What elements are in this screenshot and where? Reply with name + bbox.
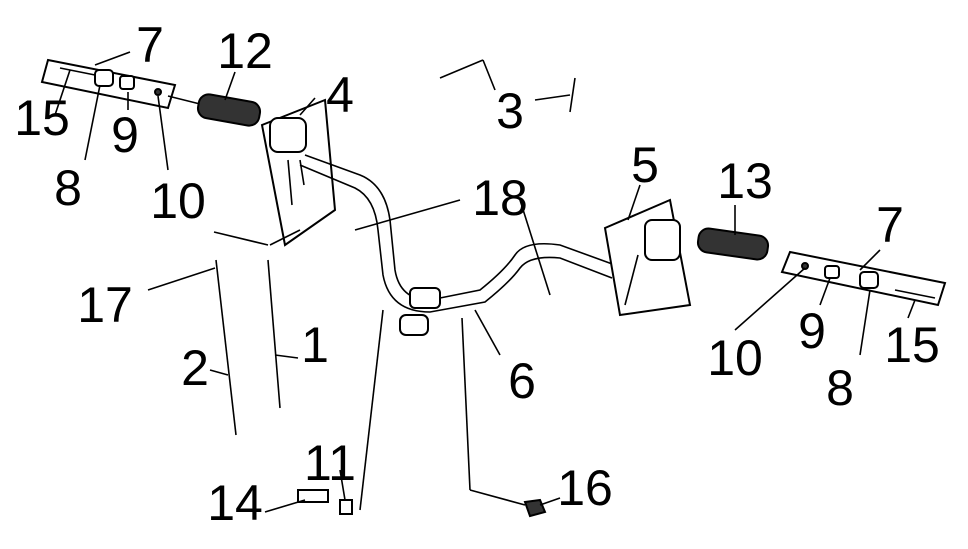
label-15-left: 15	[14, 90, 70, 146]
label-6: 6	[508, 353, 536, 409]
label-8-left: 8	[54, 160, 82, 216]
label-1: 1	[301, 317, 329, 373]
label-10-right: 10	[707, 330, 763, 386]
label-11: 11	[304, 435, 356, 491]
label-12: 12	[217, 23, 273, 79]
part-number-labels: 7 12 4 15 9 8 10 3 18 5 13 7 17 2 1 6 10…	[14, 17, 940, 531]
label-9-right: 9	[798, 303, 826, 359]
label-7-left: 7	[136, 17, 164, 73]
left-grip	[196, 93, 262, 127]
label-17: 17	[77, 277, 133, 333]
label-16: 16	[557, 460, 613, 516]
label-18: 18	[472, 170, 528, 226]
label-9-left: 9	[111, 107, 139, 163]
handlebar	[299, 154, 616, 336]
label-10-left: 10	[150, 173, 206, 229]
label-13: 13	[717, 153, 773, 209]
left-switch-housing	[260, 98, 337, 247]
label-3: 3	[496, 83, 524, 139]
leader-lines	[54, 51, 916, 513]
label-2: 2	[181, 340, 209, 396]
label-8-right: 8	[826, 360, 854, 416]
right-switch-housing	[603, 198, 692, 317]
label-15-right: 15	[884, 317, 940, 373]
label-4: 4	[326, 67, 354, 123]
small-parts	[297, 59, 576, 518]
left-bar-end-assembly	[40, 58, 201, 110]
cables	[213, 229, 301, 436]
label-5: 5	[631, 137, 659, 193]
right-grip	[696, 227, 770, 261]
label-14: 14	[207, 475, 263, 531]
label-7-right: 7	[876, 197, 904, 253]
right-bar-end-assembly	[780, 250, 947, 307]
